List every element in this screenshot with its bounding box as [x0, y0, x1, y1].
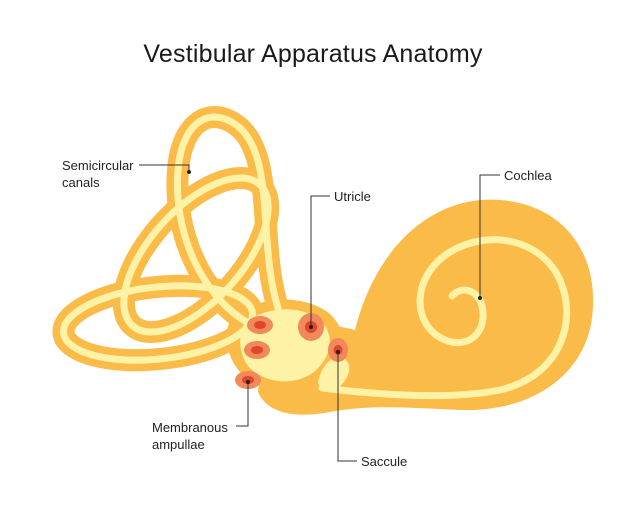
leader-lines	[139, 164, 500, 462]
cochlear-duct	[318, 236, 571, 400]
label-ampullae-line1: Membranous	[152, 420, 228, 435]
label-semicircular-line1: Semicircular	[62, 158, 134, 173]
label-membranous-ampullae: Membranous ampullae	[152, 419, 228, 453]
label-semicircular-canals: Semicircular canals	[62, 157, 134, 191]
diagram-title: Vestibular Apparatus Anatomy	[143, 40, 483, 68]
label-semicircular-line2: canals	[62, 175, 100, 190]
label-saccule: Saccule	[361, 454, 408, 469]
label-ampullae-line2: ampullae	[152, 437, 205, 452]
label-utricle: Utricle	[334, 189, 371, 204]
leader-dots	[187, 170, 482, 384]
label-cochlea: Cochlea	[504, 168, 552, 183]
